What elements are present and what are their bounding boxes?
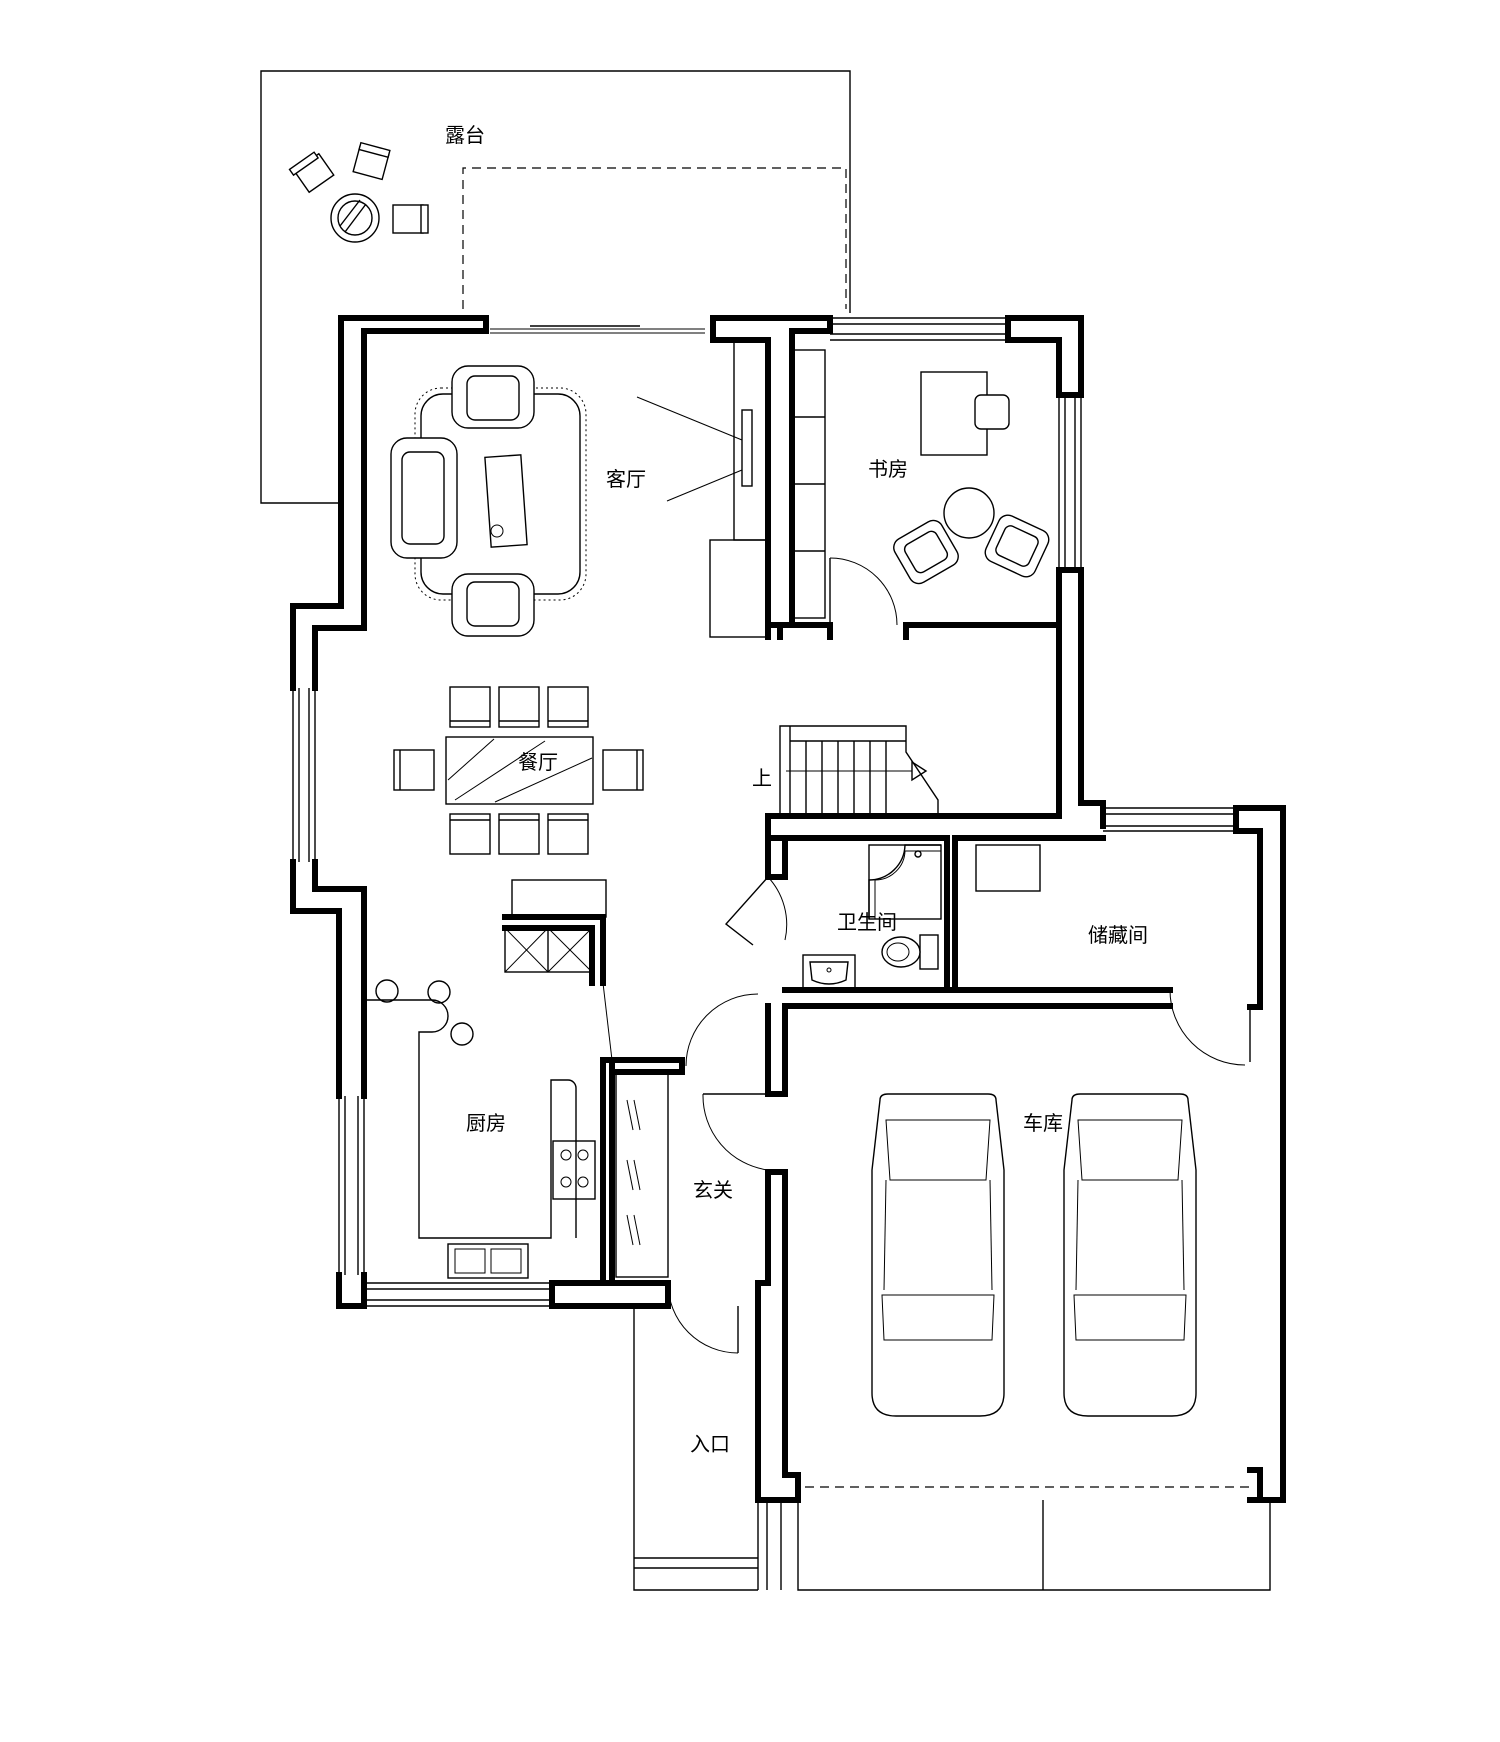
shower <box>868 844 942 920</box>
dining-chairs <box>393 686 644 855</box>
terrace-area <box>260 70 851 504</box>
tv-unit <box>636 339 769 638</box>
washbasin <box>802 954 856 991</box>
kitchen-sink <box>447 1243 529 1279</box>
foyer-label: 玄关 <box>693 1178 733 1202</box>
room-labels: 露台 客厅 书房 餐厅 上 卫生间 储藏间 厨房 玄关 车库 入口 <box>445 123 1148 1456</box>
storage-door <box>1169 989 1251 1066</box>
kitchen-fixtures <box>364 927 596 1279</box>
garage-apron <box>797 1486 1271 1591</box>
entrance-label: 入口 <box>690 1432 730 1456</box>
terrace-chair <box>392 204 429 234</box>
living-room-label: 客厅 <box>606 467 646 491</box>
lounge-chair <box>984 514 1050 578</box>
coffee-table <box>484 454 528 548</box>
stool <box>450 1022 474 1046</box>
sofa <box>390 437 458 559</box>
windows <box>292 317 1236 1307</box>
bathroom-label: 卫生间 <box>837 910 897 934</box>
window <box>1103 807 1236 832</box>
window <box>292 688 316 862</box>
foyer-inner-door <box>685 993 769 1171</box>
round-table <box>943 487 995 539</box>
kitchen-counter <box>364 999 577 1239</box>
appliance-units <box>504 927 593 973</box>
toilet <box>881 934 939 970</box>
window <box>338 1096 365 1275</box>
window <box>1058 395 1082 570</box>
entrance-door <box>667 1282 759 1354</box>
staircase <box>779 725 939 816</box>
terrace-label: 露台 <box>445 123 485 147</box>
study-door <box>829 557 898 626</box>
car <box>1063 1093 1197 1417</box>
study-label: 书房 <box>868 457 908 481</box>
bathroom-door <box>724 876 788 946</box>
lounge-chair <box>893 519 959 585</box>
terrace-chair <box>352 141 391 181</box>
bookshelf <box>791 349 826 619</box>
armchair <box>451 573 535 637</box>
bathroom-fixtures <box>802 844 942 991</box>
garage-label: 车库 <box>1023 1111 1063 1135</box>
living-room-furniture <box>390 339 769 638</box>
stool <box>375 979 399 1003</box>
armchair <box>451 365 535 429</box>
window <box>830 317 1008 341</box>
dining-table <box>445 736 594 805</box>
terrace-table-set <box>288 141 429 243</box>
sideboard <box>511 879 607 918</box>
wardrobe <box>602 982 669 1278</box>
stool <box>427 980 451 1004</box>
window <box>364 1282 552 1307</box>
terrace-chair <box>288 151 335 194</box>
car <box>871 1093 1005 1417</box>
storage-label: 储藏间 <box>1088 923 1148 947</box>
stove <box>552 1140 596 1200</box>
dining-room-label: 餐厅 <box>518 750 558 774</box>
study-furniture <box>791 349 1050 619</box>
doors <box>667 557 1251 1354</box>
entrance-steps <box>633 1306 782 1591</box>
dining-furniture <box>393 686 644 918</box>
storage-counter <box>975 844 1041 892</box>
kitchen-label: 厨房 <box>466 1111 506 1135</box>
desk <box>920 371 1010 456</box>
stair-up-label: 上 <box>752 766 772 790</box>
